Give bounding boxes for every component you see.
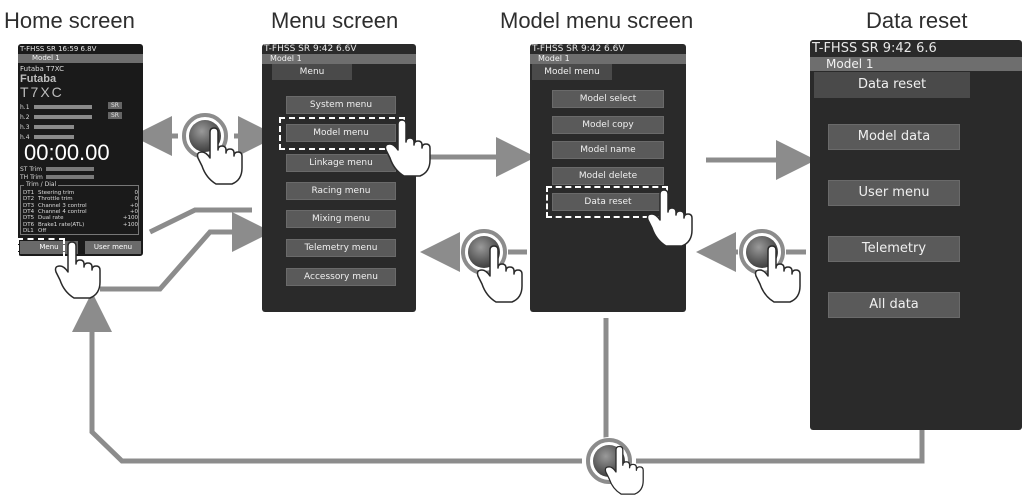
model-menu-model-name: Model 1 xyxy=(530,54,686,64)
dial-row-id: DT4 xyxy=(23,208,35,215)
dial-row-value: +100 xyxy=(122,221,138,228)
title-data-reset: Data reset xyxy=(866,8,968,33)
channel-bar-2 xyxy=(34,115,92,119)
path-home-menu-to-menu xyxy=(100,212,272,292)
trim-dial-header: Trim / Dial xyxy=(24,181,59,188)
dial-row-value: +0 xyxy=(129,202,138,209)
channel-bar-4 xyxy=(34,135,74,139)
menu-item-model-menu[interactable]: Model menu xyxy=(286,124,396,142)
path-branch xyxy=(148,207,252,235)
model-menu-tab-title: Model menu xyxy=(532,64,612,80)
menu-item-telemetry-menu[interactable]: Telemetry menu xyxy=(286,239,396,257)
dial-row-value: +0 xyxy=(129,208,138,215)
model-menu-item-model-name[interactable]: Model name xyxy=(552,141,664,159)
home-screen: T-FHSS SR 16:59 6.8V Model 1 Futaba T7XC… xyxy=(18,44,143,256)
pointing-hand-icon xyxy=(54,241,101,299)
home-timer: 00:00.00 xyxy=(24,140,110,165)
home-status-bar: T-FHSS SR 16:59 6.8V xyxy=(20,45,97,53)
data-reset-model-name: Model 1 xyxy=(810,57,1022,71)
model-menu-status-bar: T-FHSS SR 9:42 6.6V xyxy=(532,44,625,54)
data-reset-item-user-menu[interactable]: User menu xyxy=(828,180,960,206)
data-reset-tab-title: Data reset xyxy=(814,72,970,98)
channel-bar-1 xyxy=(34,105,92,109)
data-reset-item-telemetry[interactable]: Telemetry xyxy=(828,236,960,262)
pointing-hand-icon xyxy=(646,189,693,247)
menu-item-system-menu[interactable]: System menu xyxy=(286,96,396,114)
dial-row-value: +100 xyxy=(122,215,138,222)
menu-status-bar: T-FHSS SR 9:42 6.6V xyxy=(264,44,357,54)
menu-item-accessory-menu[interactable]: Accessory menu xyxy=(286,268,396,286)
channel-tag-2: SR xyxy=(108,112,122,119)
model-menu-screen: T-FHSS SR 9:42 6.6V Model 1 Model menu M… xyxy=(530,44,686,312)
dial-row-value: 0 xyxy=(134,190,139,196)
dial-row-id: DT2 xyxy=(23,196,35,203)
model-menu-item-model-select[interactable]: Model select xyxy=(552,90,664,108)
channel-label-3: h.3 xyxy=(20,124,30,131)
channel-bar-3 xyxy=(34,125,74,129)
menu-item-mixing-menu[interactable]: Mixing menu xyxy=(286,210,396,228)
dial-row-value: 0 xyxy=(134,196,139,203)
title-home-screen: Home screen xyxy=(4,8,135,33)
trim-dial-panel xyxy=(20,185,139,235)
dial-row-name: Off xyxy=(38,227,47,234)
menu-item-racing-menu[interactable]: Racing menu xyxy=(286,182,396,200)
channel-label-4: h.4 xyxy=(20,134,30,141)
dial-row-name: Channel 3 control xyxy=(38,202,87,209)
futaba-logo: Futaba xyxy=(20,73,57,85)
data-reset-item-model-data[interactable]: Model data xyxy=(828,124,960,150)
channel-label-2: h.2 xyxy=(20,114,30,121)
channel-tag-1: SR xyxy=(108,102,122,109)
pointing-hand-icon xyxy=(384,119,431,177)
dial-row-name: Dual rate xyxy=(38,215,64,222)
home-brand-text: Futaba T7XC xyxy=(20,65,64,73)
data-reset-screen: T-FHSS SR 9:42 6.6 Model 1 Data reset Mo… xyxy=(810,40,1022,430)
data-reset-item-all-data[interactable]: All data xyxy=(828,292,960,318)
menu-tab-title: Menu xyxy=(272,64,352,80)
dial-row-name: Brake1 rate(ATL) xyxy=(38,221,85,228)
model-menu-item-model-copy[interactable]: Model copy xyxy=(552,116,664,134)
highlight-home-menu xyxy=(17,238,65,258)
arrow-return-home xyxy=(72,292,582,464)
t7xc-logo: T7XC xyxy=(20,84,64,100)
dial-row-name: Throttle trim xyxy=(38,196,73,203)
title-model-menu-screen: Model menu screen xyxy=(500,8,694,33)
data-reset-status-bar: T-FHSS SR 9:42 6.6 xyxy=(812,41,937,56)
menu-screen: T-FHSS SR 9:42 6.6V Model 1 Menu System … xyxy=(262,44,416,312)
title-menu-screen: Menu screen xyxy=(271,8,399,33)
trim-bar-th xyxy=(46,175,94,179)
dial-row-id: DT3 xyxy=(23,202,35,209)
menu-model-name: Model 1 xyxy=(262,54,416,64)
dial-row-name: Channel 4 control xyxy=(38,208,87,215)
dial-row-id: DT5 xyxy=(23,215,35,222)
channel-label-1: h.1 xyxy=(20,104,30,111)
model-menu-item-model-delete[interactable]: Model delete xyxy=(552,167,664,185)
dial-row-name: Steering trim xyxy=(38,190,75,196)
trim-bar-st xyxy=(46,167,94,171)
dial-row-id: DT1 xyxy=(23,190,35,196)
home-model-name: Model 1 xyxy=(18,54,143,63)
line-data-reset-down xyxy=(636,430,925,464)
trim-label-th: TH Trim xyxy=(20,174,43,181)
home-user-menu-button[interactable]: User menu xyxy=(85,241,141,254)
dial-row-id: DL1 xyxy=(23,227,34,234)
dial-row-id: DT6 xyxy=(23,221,35,228)
trim-label-st: ST Trim xyxy=(20,166,43,173)
